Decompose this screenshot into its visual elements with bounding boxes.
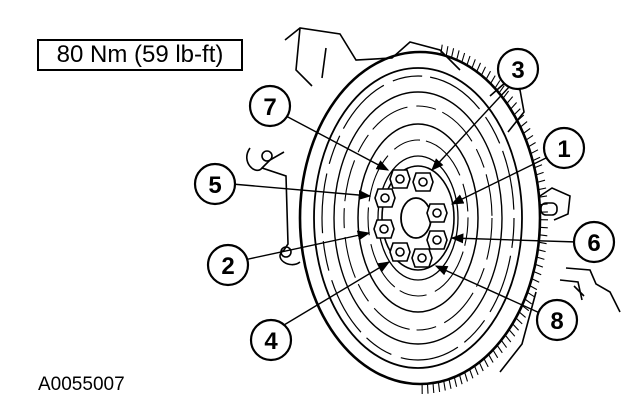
gear-tooth	[530, 286, 537, 290]
gear-tooth	[438, 382, 439, 392]
torque-spec-text: 80 Nm (59 lb-ft)	[57, 41, 224, 69]
gear-tooth	[481, 67, 485, 76]
figure-code: A0055007	[38, 374, 125, 396]
gear-tooth	[537, 257, 545, 259]
gear-tooth	[470, 369, 473, 378]
gear-tooth	[532, 279, 540, 283]
arrow-1	[452, 158, 546, 204]
callout-3-label: 3	[511, 57, 524, 84]
callout-5: 5	[195, 164, 235, 204]
gear-tooth	[526, 135, 533, 140]
callout-5-label: 5	[208, 172, 221, 199]
gear-tooth	[484, 359, 488, 367]
bolt-1	[427, 204, 447, 222]
gear-tooth	[514, 109, 520, 115]
gear-tooth	[428, 384, 429, 394]
gear-tooth	[475, 366, 479, 375]
gear-tooth	[540, 227, 548, 228]
gear-tooth	[516, 318, 522, 324]
gear-tooth	[520, 122, 527, 128]
callout-8: 8	[537, 300, 577, 340]
gear-tooth	[433, 383, 434, 393]
callout-2-label: 2	[221, 253, 234, 280]
gear-tooth	[501, 340, 506, 347]
gear-tooth	[452, 48, 454, 58]
callout-7-label: 7	[263, 94, 276, 121]
callout-1-label: 1	[557, 136, 570, 163]
gear-tooth	[507, 97, 513, 104]
gear-tooth	[534, 272, 542, 275]
gear-tooth	[444, 381, 446, 391]
gear-tooth	[523, 128, 530, 133]
callout-6: 6	[574, 222, 614, 262]
gear-tooth	[525, 299, 532, 304]
gear-tooth	[534, 165, 542, 168]
bolt-8	[412, 249, 432, 267]
gear-tooth	[454, 377, 456, 387]
gear-tooth	[446, 46, 448, 56]
gear-tooth	[479, 362, 483, 371]
arrow-2	[244, 233, 369, 260]
gear-tooth	[457, 50, 459, 60]
gear-tooth	[465, 372, 468, 381]
gear-tooth	[527, 292, 534, 297]
gear-tooth	[491, 76, 496, 84]
callout-6-label: 6	[587, 230, 600, 257]
gear-tooth	[513, 324, 519, 330]
gear-tooth	[528, 143, 535, 147]
gear-tooth	[460, 375, 463, 384]
bolt-2	[374, 220, 394, 238]
gear-tooth	[472, 59, 475, 68]
bolt-3	[413, 173, 433, 191]
callout-3: 3	[498, 49, 538, 89]
torque-spec-box: 80 Nm (59 lb-ft)	[37, 39, 243, 71]
gear-tooth	[493, 350, 498, 358]
gear-tooth	[462, 53, 465, 62]
callout-7: 7	[250, 86, 290, 126]
callout-1: 1	[544, 128, 584, 168]
bolt-5	[375, 189, 395, 207]
callout-4-label: 4	[264, 328, 278, 355]
bolt-6	[427, 231, 447, 249]
gear-tooth	[467, 56, 470, 65]
arrow-4	[284, 262, 389, 325]
gear-tooth	[511, 103, 517, 110]
gear-tooth	[536, 172, 544, 175]
gear-tooth	[537, 180, 545, 182]
bolt-4	[390, 243, 410, 261]
gear-tooth	[449, 379, 451, 389]
gear-tooth	[489, 354, 494, 362]
gear-tooth	[477, 63, 481, 72]
gear-tooth	[533, 157, 541, 161]
bolt-7	[390, 170, 410, 188]
callout-8-label: 8	[550, 308, 563, 335]
gear-tooth	[509, 330, 515, 337]
arrow-6	[452, 238, 577, 242]
gear-tooth	[535, 264, 543, 267]
gear-tooth	[531, 150, 538, 154]
callout-2: 2	[208, 245, 248, 285]
gear-tooth	[486, 71, 490, 79]
callout-4: 4	[251, 320, 291, 360]
gear-tooth	[519, 312, 526, 318]
arrow-8	[436, 266, 542, 314]
gear-tooth	[505, 335, 511, 342]
gear-tooth	[497, 345, 502, 353]
